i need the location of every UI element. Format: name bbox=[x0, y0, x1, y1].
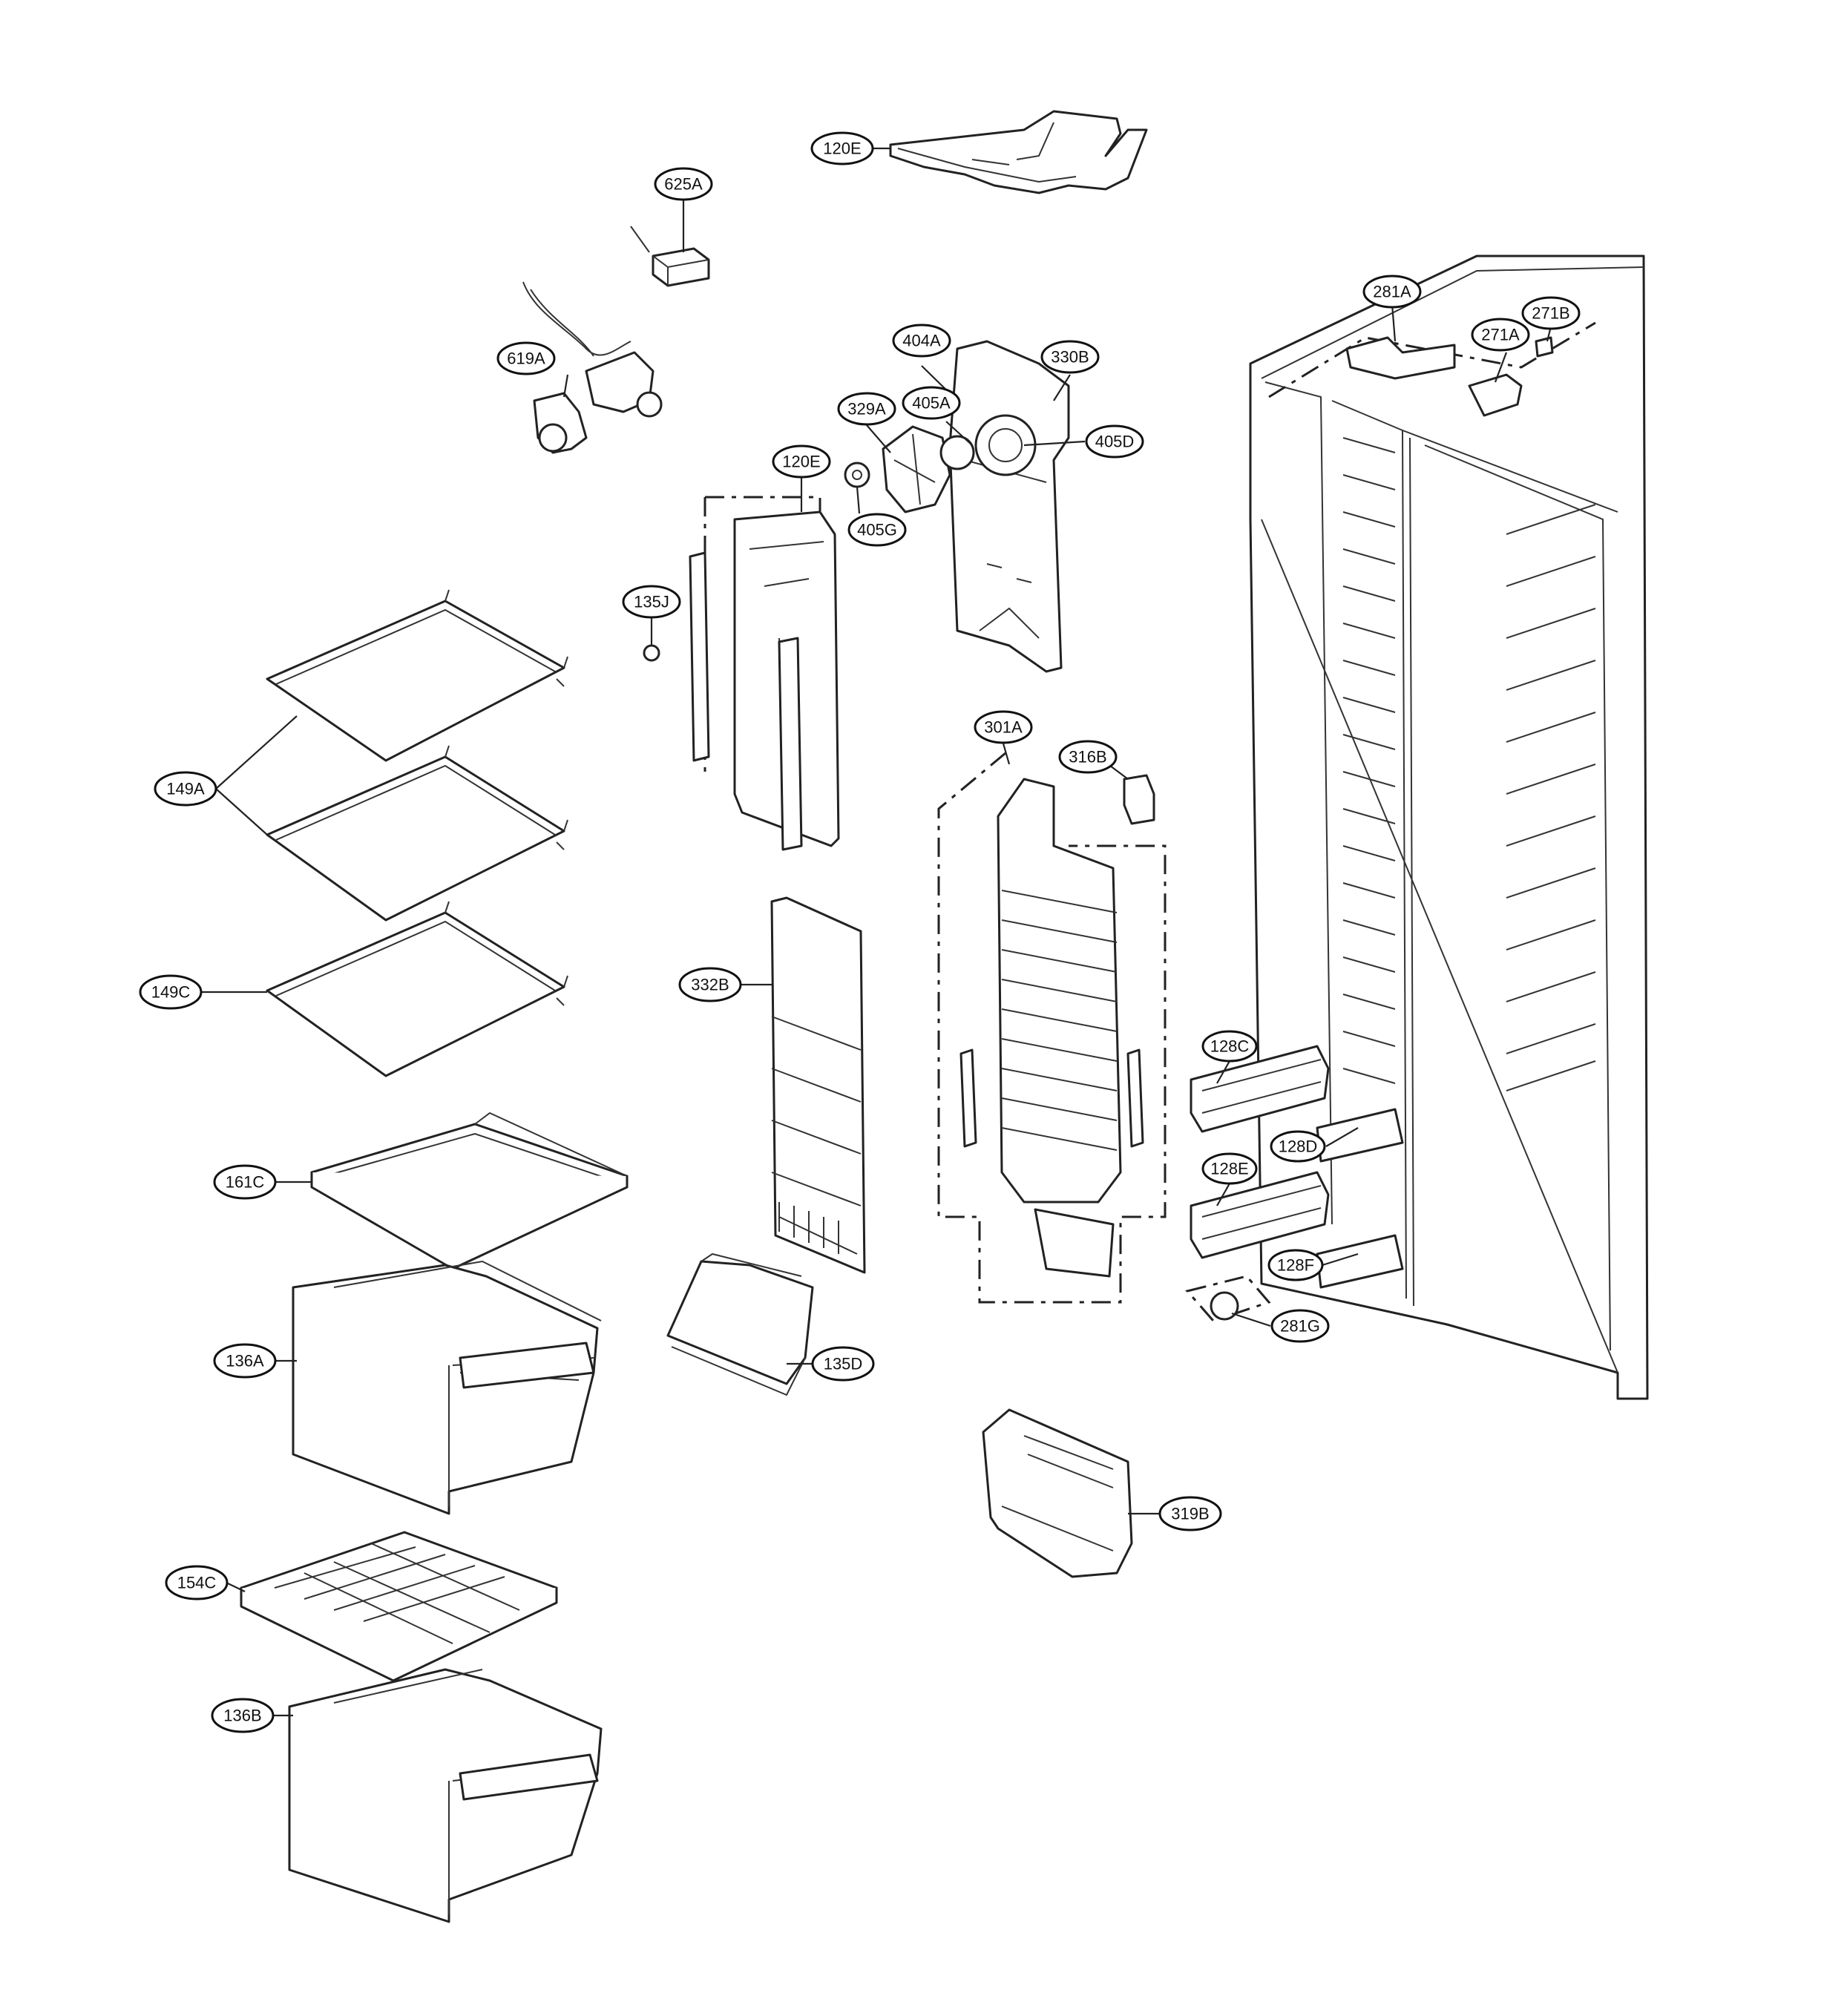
callout-330B: 330B bbox=[1040, 340, 1100, 374]
callout-301A: 301A bbox=[974, 710, 1033, 744]
callout-label: 404A bbox=[902, 332, 941, 350]
part-128C-rail bbox=[1190, 1045, 1330, 1133]
callout-619A: 619A bbox=[496, 341, 556, 375]
callout-label: 154C bbox=[177, 1574, 217, 1592]
callout-136A: 136A bbox=[213, 1343, 277, 1379]
callout-135D: 135D bbox=[811, 1346, 875, 1382]
part-619A-water-valve bbox=[522, 281, 663, 454]
callout-329A: 329A bbox=[837, 392, 896, 426]
part-319B-drain-tray bbox=[982, 1408, 1133, 1578]
callout-271B: 271B bbox=[1521, 296, 1581, 330]
callout-332B: 332B bbox=[678, 967, 742, 1002]
callout-label: 135J bbox=[634, 593, 669, 611]
callout-405D: 405D bbox=[1085, 424, 1144, 459]
callout-label: 120E bbox=[782, 453, 820, 471]
callout-128D: 128D bbox=[1270, 1130, 1326, 1163]
part-cabinet bbox=[1249, 255, 1649, 1400]
callout-154C: 154C bbox=[165, 1565, 229, 1600]
part-135D-lamp-cover bbox=[666, 1252, 814, 1396]
callout-label: 332B bbox=[691, 976, 729, 994]
part-149C-shelf bbox=[266, 901, 568, 1077]
part-316B-thermistor bbox=[1123, 774, 1155, 825]
callout-label: 405A bbox=[912, 394, 951, 413]
callout-label: 149A bbox=[166, 780, 205, 798]
callout-label: 319B bbox=[1171, 1505, 1209, 1523]
part-161C-crisper-cover bbox=[310, 1112, 629, 1270]
callout-label: 271B bbox=[1532, 304, 1569, 323]
part-135J-lamp bbox=[643, 644, 660, 662]
callout-label: 405D bbox=[1095, 433, 1135, 451]
part-136A-crisper-drawer bbox=[292, 1260, 602, 1515]
callout-label: 128E bbox=[1210, 1160, 1248, 1178]
callout-625A: 625A bbox=[654, 167, 713, 201]
callout-149A: 149A bbox=[154, 771, 217, 807]
part-120E-vertical-duct bbox=[689, 496, 840, 851]
callout-label: 136A bbox=[226, 1352, 264, 1370]
callout-135J: 135J bbox=[622, 585, 681, 619]
part-625A-sensor bbox=[630, 226, 710, 287]
callout-label: 128C bbox=[1210, 1037, 1250, 1056]
callout-404A: 404A bbox=[892, 324, 951, 358]
callout-128E: 128E bbox=[1201, 1152, 1258, 1185]
callout-label: 271A bbox=[1481, 326, 1520, 344]
part-154C-crisper-frame bbox=[240, 1531, 558, 1682]
callout-label: 281A bbox=[1373, 283, 1411, 301]
callout-136B: 136B bbox=[211, 1698, 275, 1733]
part-405G-bushing bbox=[844, 462, 870, 488]
callout-120E-mid: 120E bbox=[772, 444, 831, 479]
callout-label: 128D bbox=[1279, 1137, 1318, 1156]
callout-128F: 128F bbox=[1267, 1249, 1324, 1281]
part-120E-top-duct bbox=[889, 110, 1148, 194]
callout-label: 329A bbox=[847, 400, 886, 418]
part-271B-screw bbox=[1535, 336, 1554, 358]
callout-405G: 405G bbox=[847, 513, 907, 547]
callout-149C: 149C bbox=[139, 974, 203, 1010]
callout-label: 128F bbox=[1277, 1256, 1314, 1275]
part-149A-shelf-upper bbox=[266, 589, 568, 762]
part-128F-bracket bbox=[1316, 1234, 1404, 1289]
callout-405A: 405A bbox=[902, 386, 961, 420]
callout-316B: 316B bbox=[1058, 740, 1118, 774]
callout-label: 316B bbox=[1069, 748, 1106, 766]
callout-128C: 128C bbox=[1201, 1030, 1258, 1063]
callout-label: 161C bbox=[226, 1173, 265, 1192]
part-281G-hinge bbox=[1185, 1275, 1271, 1322]
callout-120E-top: 120E bbox=[810, 131, 874, 165]
callout-label: 619A bbox=[507, 349, 545, 368]
callout-label: 405G bbox=[857, 521, 897, 539]
callout-label: 330B bbox=[1051, 348, 1089, 367]
callout-label: 281G bbox=[1280, 1317, 1320, 1336]
callout-label: 136B bbox=[223, 1707, 261, 1725]
callout-label: 301A bbox=[984, 718, 1023, 737]
callout-label: 625A bbox=[664, 175, 703, 194]
callout-161C: 161C bbox=[213, 1164, 277, 1200]
part-136B-crisper-drawer bbox=[288, 1668, 603, 1923]
part-301A-evaporator bbox=[937, 752, 1167, 1304]
callout-label: 120E bbox=[823, 139, 861, 158]
callout-319B: 319B bbox=[1158, 1496, 1222, 1531]
callout-label: 149C bbox=[151, 983, 191, 1002]
part-149A-shelf-lower bbox=[266, 745, 568, 922]
part-329A-fan-blade bbox=[882, 425, 975, 513]
cabinet-shelf-rails bbox=[1342, 437, 1596, 1091]
callout-281G: 281G bbox=[1270, 1309, 1330, 1343]
part-271A-hinge-plate bbox=[1468, 373, 1523, 417]
part-281A-bracket bbox=[1345, 336, 1456, 380]
callout-label: 135D bbox=[824, 1355, 863, 1373]
part-128E-rail bbox=[1190, 1171, 1330, 1259]
part-332B-rear-panel bbox=[770, 896, 866, 1274]
part-330B-fan-housing bbox=[948, 340, 1070, 673]
callout-281A: 281A bbox=[1362, 275, 1422, 309]
leader-lines bbox=[200, 147, 1552, 1717]
callout-271A: 271A bbox=[1471, 318, 1530, 352]
